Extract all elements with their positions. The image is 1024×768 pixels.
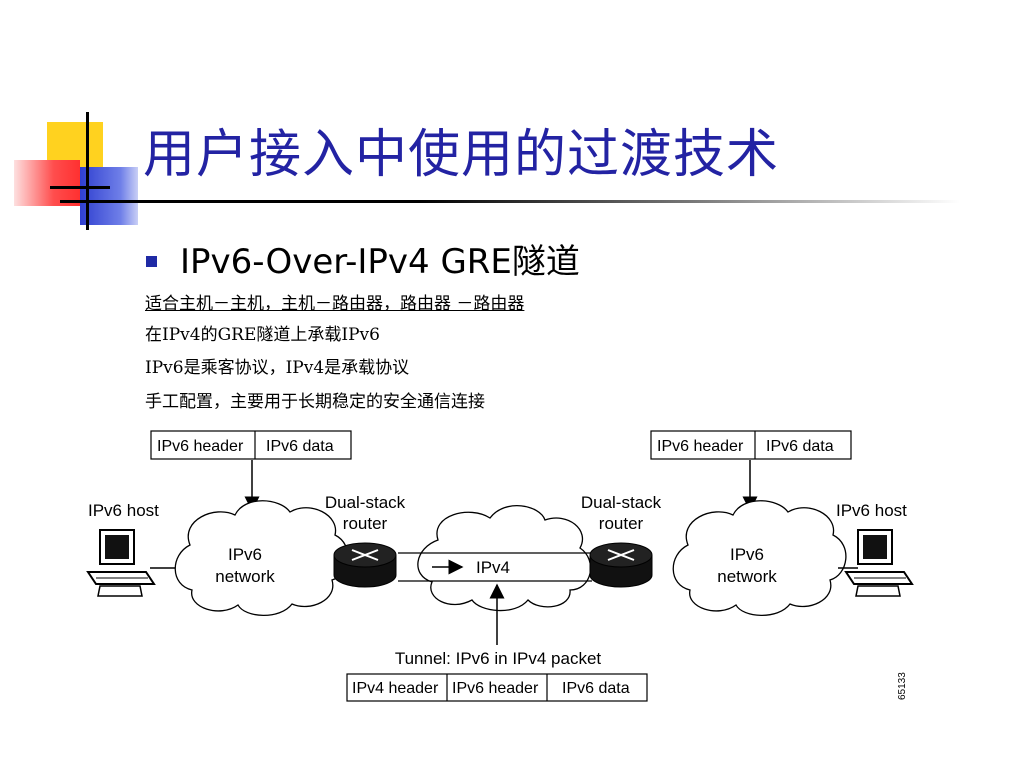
text-line-4: 手工配置，主要用于长期稳定的安全通信连接 [145, 392, 485, 412]
tunnel-packet-ipv4-header: IPv4 header [352, 680, 439, 697]
text-line-3: IPv6是乘客协议，IPv4是承载协议 [145, 358, 410, 378]
left-packet: IPv6 header IPv6 data [150, 430, 352, 460]
right-host-computer-icon [844, 529, 914, 597]
tunnel-packet-ipv6-data: IPv6 data [562, 680, 630, 697]
right-ipv6-cloud [672, 500, 847, 616]
left-host-computer-icon [86, 529, 156, 597]
left-router-icon [333, 542, 397, 588]
left-ipv6-cloud [174, 500, 349, 616]
tunnel-diagram: IPv6 header IPv6 data IPv6 header IPv6 d… [86, 430, 914, 702]
right-network-line1: IPv6 [730, 545, 764, 564]
left-packet-data: IPv6 data [266, 438, 334, 455]
ipv4-label: IPv4 [476, 558, 510, 577]
deco-vertical-line [86, 112, 89, 230]
right-router-label-1: Dual-stack [581, 493, 662, 512]
right-packet-header: IPv6 header [657, 438, 744, 455]
right-network-line2: network [717, 567, 777, 586]
left-router-label-1: Dual-stack [325, 493, 406, 512]
text-line-2: 在IPv4的GRE隧道上承载IPv6 [145, 325, 380, 345]
right-host-label: IPv6 host [836, 501, 907, 520]
bullet-square-icon [146, 256, 157, 267]
title-underline [60, 200, 960, 203]
right-router-icon [589, 542, 653, 588]
figure-id: 65133 [897, 672, 908, 700]
left-host-label: IPv6 host [88, 501, 159, 520]
deco-blue-square [80, 167, 138, 225]
right-packet-data: IPv6 data [766, 438, 834, 455]
right-packet: IPv6 header IPv6 data [650, 430, 852, 460]
right-router-label-2: router [599, 514, 644, 533]
left-network-line1: IPv6 [228, 545, 262, 564]
text-line-1: 适合主机－主机，主机－路由器，路由器 －路由器 [145, 294, 525, 314]
tunnel-packet: IPv4 header IPv6 header IPv6 data [346, 673, 648, 702]
slide-title: 用户接入中使用的过渡技术 [143, 125, 780, 185]
left-packet-header: IPv6 header [157, 438, 244, 455]
ipv4-cloud [417, 505, 592, 612]
left-router-label-2: router [343, 514, 388, 533]
deco-red-square [14, 160, 80, 206]
left-network-line2: network [215, 567, 275, 586]
tunnel-packet-ipv6-header: IPv6 header [452, 680, 539, 697]
tunnel-caption: Tunnel: IPv6 in IPv4 packet [395, 649, 602, 668]
section-heading: IPv6-Over-IPv4 GRE隧道 [180, 242, 580, 282]
deco-horizontal-line [50, 186, 110, 189]
